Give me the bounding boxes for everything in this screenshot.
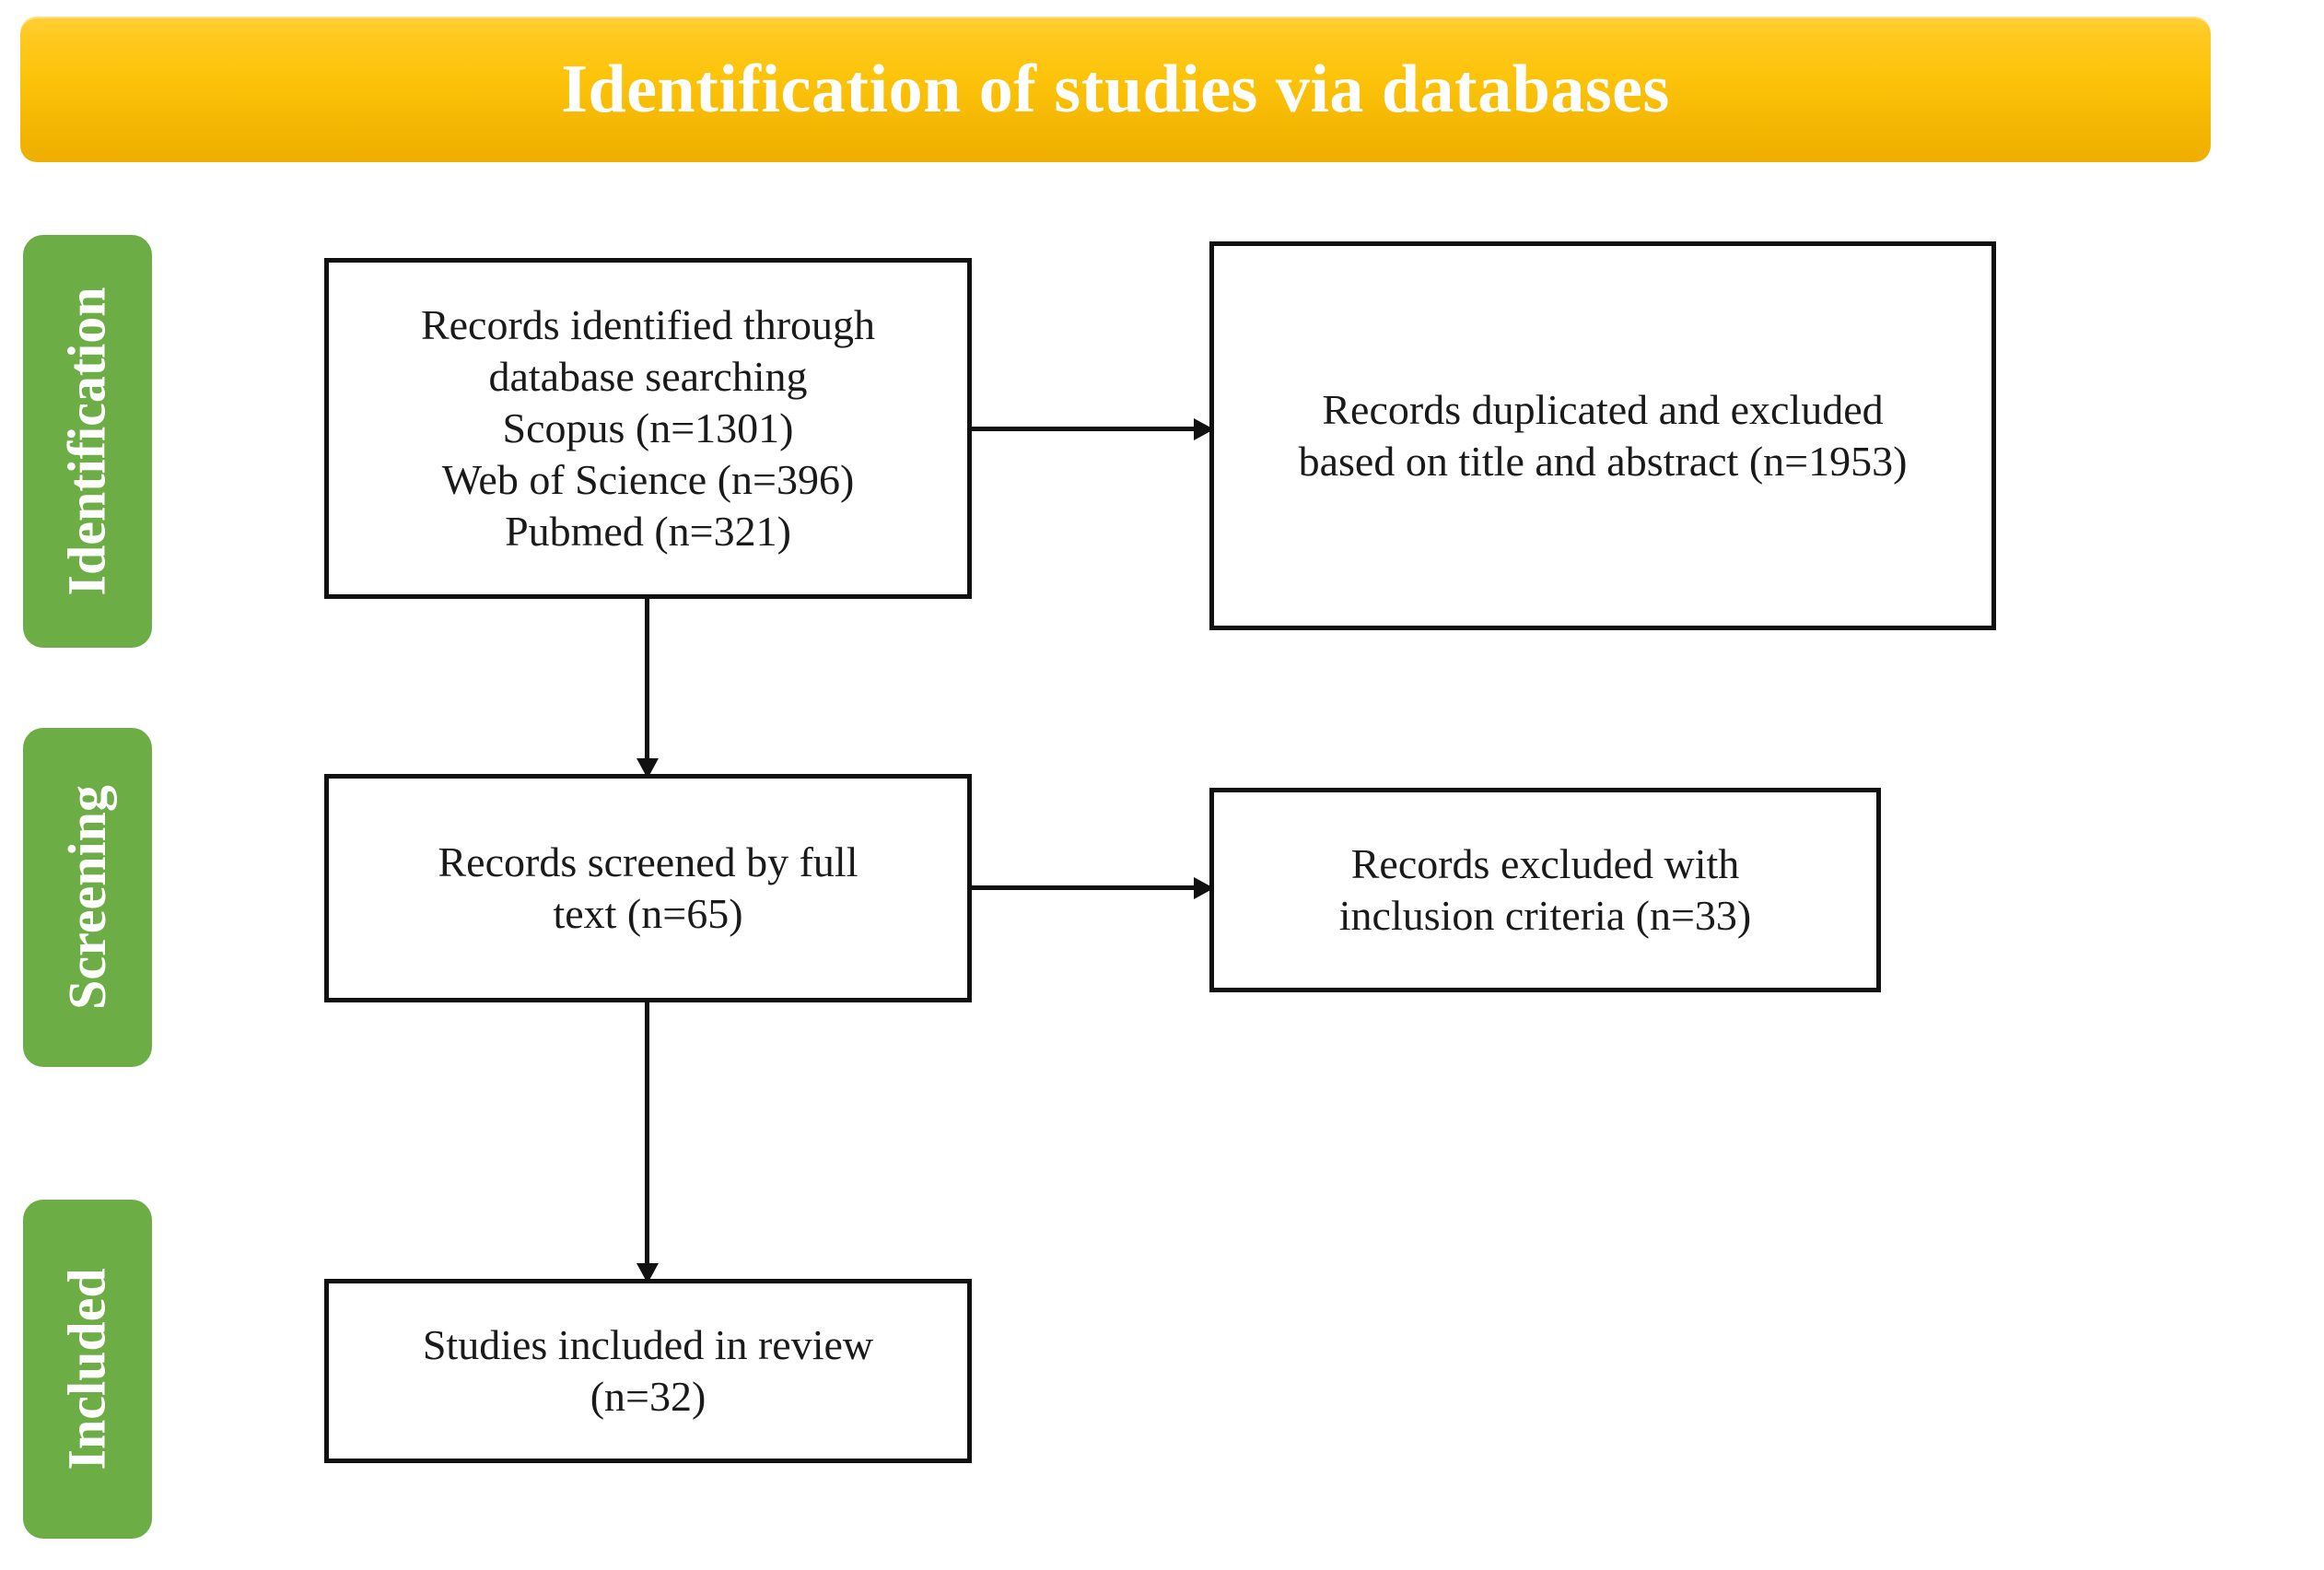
stage-label-identification: Identification (57, 287, 117, 596)
arrow-right-icon-identified-to-duplicated (970, 427, 1211, 431)
flow-box-studies-included-text: Studies included in review (n=32) (422, 1320, 874, 1420)
flow-box-records-duplicated-text: Records duplicated and excluded based on… (1298, 385, 1908, 485)
stage-tab-included: Included (23, 1200, 152, 1539)
flow-box-records-identified-text: Records identified through database sear… (420, 300, 876, 556)
flow-box-records-excluded: Records excluded with inclusion criteria… (1209, 788, 1881, 992)
arrow-down-icon-screened-to-included (645, 1002, 649, 1281)
arrow-down-icon-identified-to-screened (645, 597, 649, 776)
arrow-right-icon-screened-to-excluded (970, 885, 1211, 890)
diagram-title-banner: Identification of studies via databases (20, 17, 2211, 162)
flow-box-records-screened-text: Records screened by full text (n=65) (438, 838, 858, 937)
flow-box-studies-included: Studies included in review (n=32) (324, 1279, 972, 1463)
flow-box-records-duplicated: Records duplicated and excluded based on… (1209, 241, 1996, 630)
stage-tab-identification: Identification (23, 235, 152, 648)
flow-box-records-identified: Records identified through database sear… (324, 258, 972, 599)
stage-label-included: Included (57, 1268, 118, 1470)
flow-box-records-excluded-text: Records excluded with inclusion criteria… (1338, 839, 1752, 939)
flow-box-records-screened: Records screened by full text (n=65) (324, 774, 972, 1002)
stage-tab-screening: Screening (23, 728, 152, 1067)
page-title: Identification of studies via databases (561, 52, 1670, 127)
stage-label-screening: Screening (57, 785, 117, 1010)
